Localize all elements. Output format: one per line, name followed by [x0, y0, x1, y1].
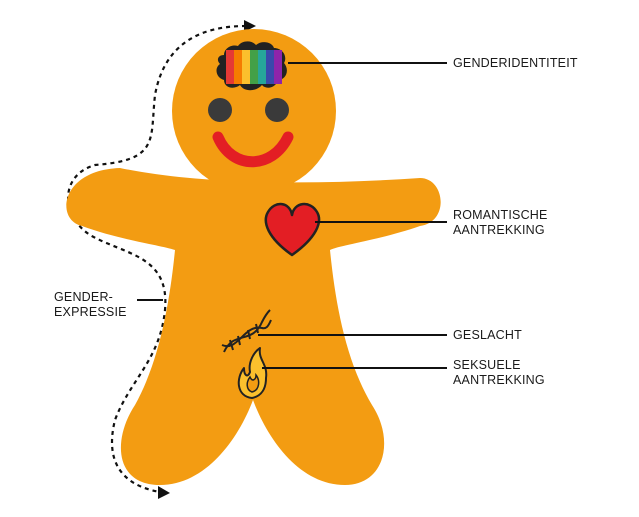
dna-icon: [221, 309, 272, 353]
rainbow-brain-icon: [216, 41, 287, 91]
rainbow-stripe: [258, 50, 266, 84]
rainbow-stripe: [266, 50, 274, 84]
left-eye: [208, 98, 232, 122]
rainbow-stripe: [250, 50, 258, 84]
label-romantische-aantrekking: ROMANTISCHE AANTREKKING: [453, 208, 548, 238]
label-sexual-line2: AANTREKKING: [453, 373, 545, 387]
label-seksuele-aantrekking: SEKSUELE AANTREKKING: [453, 358, 545, 388]
expression-arrow-top: [244, 20, 256, 32]
label-romantic-line1: ROMANTISCHE: [453, 208, 548, 222]
rainbow-stripe: [234, 50, 242, 84]
label-genderidentiteit: GENDERIDENTITEIT: [453, 56, 578, 71]
label-genderexpressie: GENDER- EXPRESSIE: [54, 290, 127, 320]
right-eye: [265, 98, 289, 122]
label-expression-line1: GENDER-: [54, 290, 114, 304]
rainbow-stripe: [226, 50, 234, 84]
label-geslacht-text: GESLACHT: [453, 328, 522, 342]
label-genderidentiteit-text: GENDERIDENTITEIT: [453, 56, 578, 70]
label-sexual-line1: SEKSUELE: [453, 358, 521, 372]
gingerbread-body: [66, 29, 441, 485]
rainbow-stripe: [274, 50, 282, 84]
label-romantic-line2: AANTREKKING: [453, 223, 545, 237]
smile: [212, 131, 294, 168]
rainbow-stripe: [242, 50, 250, 84]
flame-icon: [237, 347, 268, 399]
label-expression-line2: EXPRESSIE: [54, 305, 127, 319]
expression-arrow-bottom: [158, 486, 170, 499]
label-geslacht: GESLACHT: [453, 328, 522, 343]
